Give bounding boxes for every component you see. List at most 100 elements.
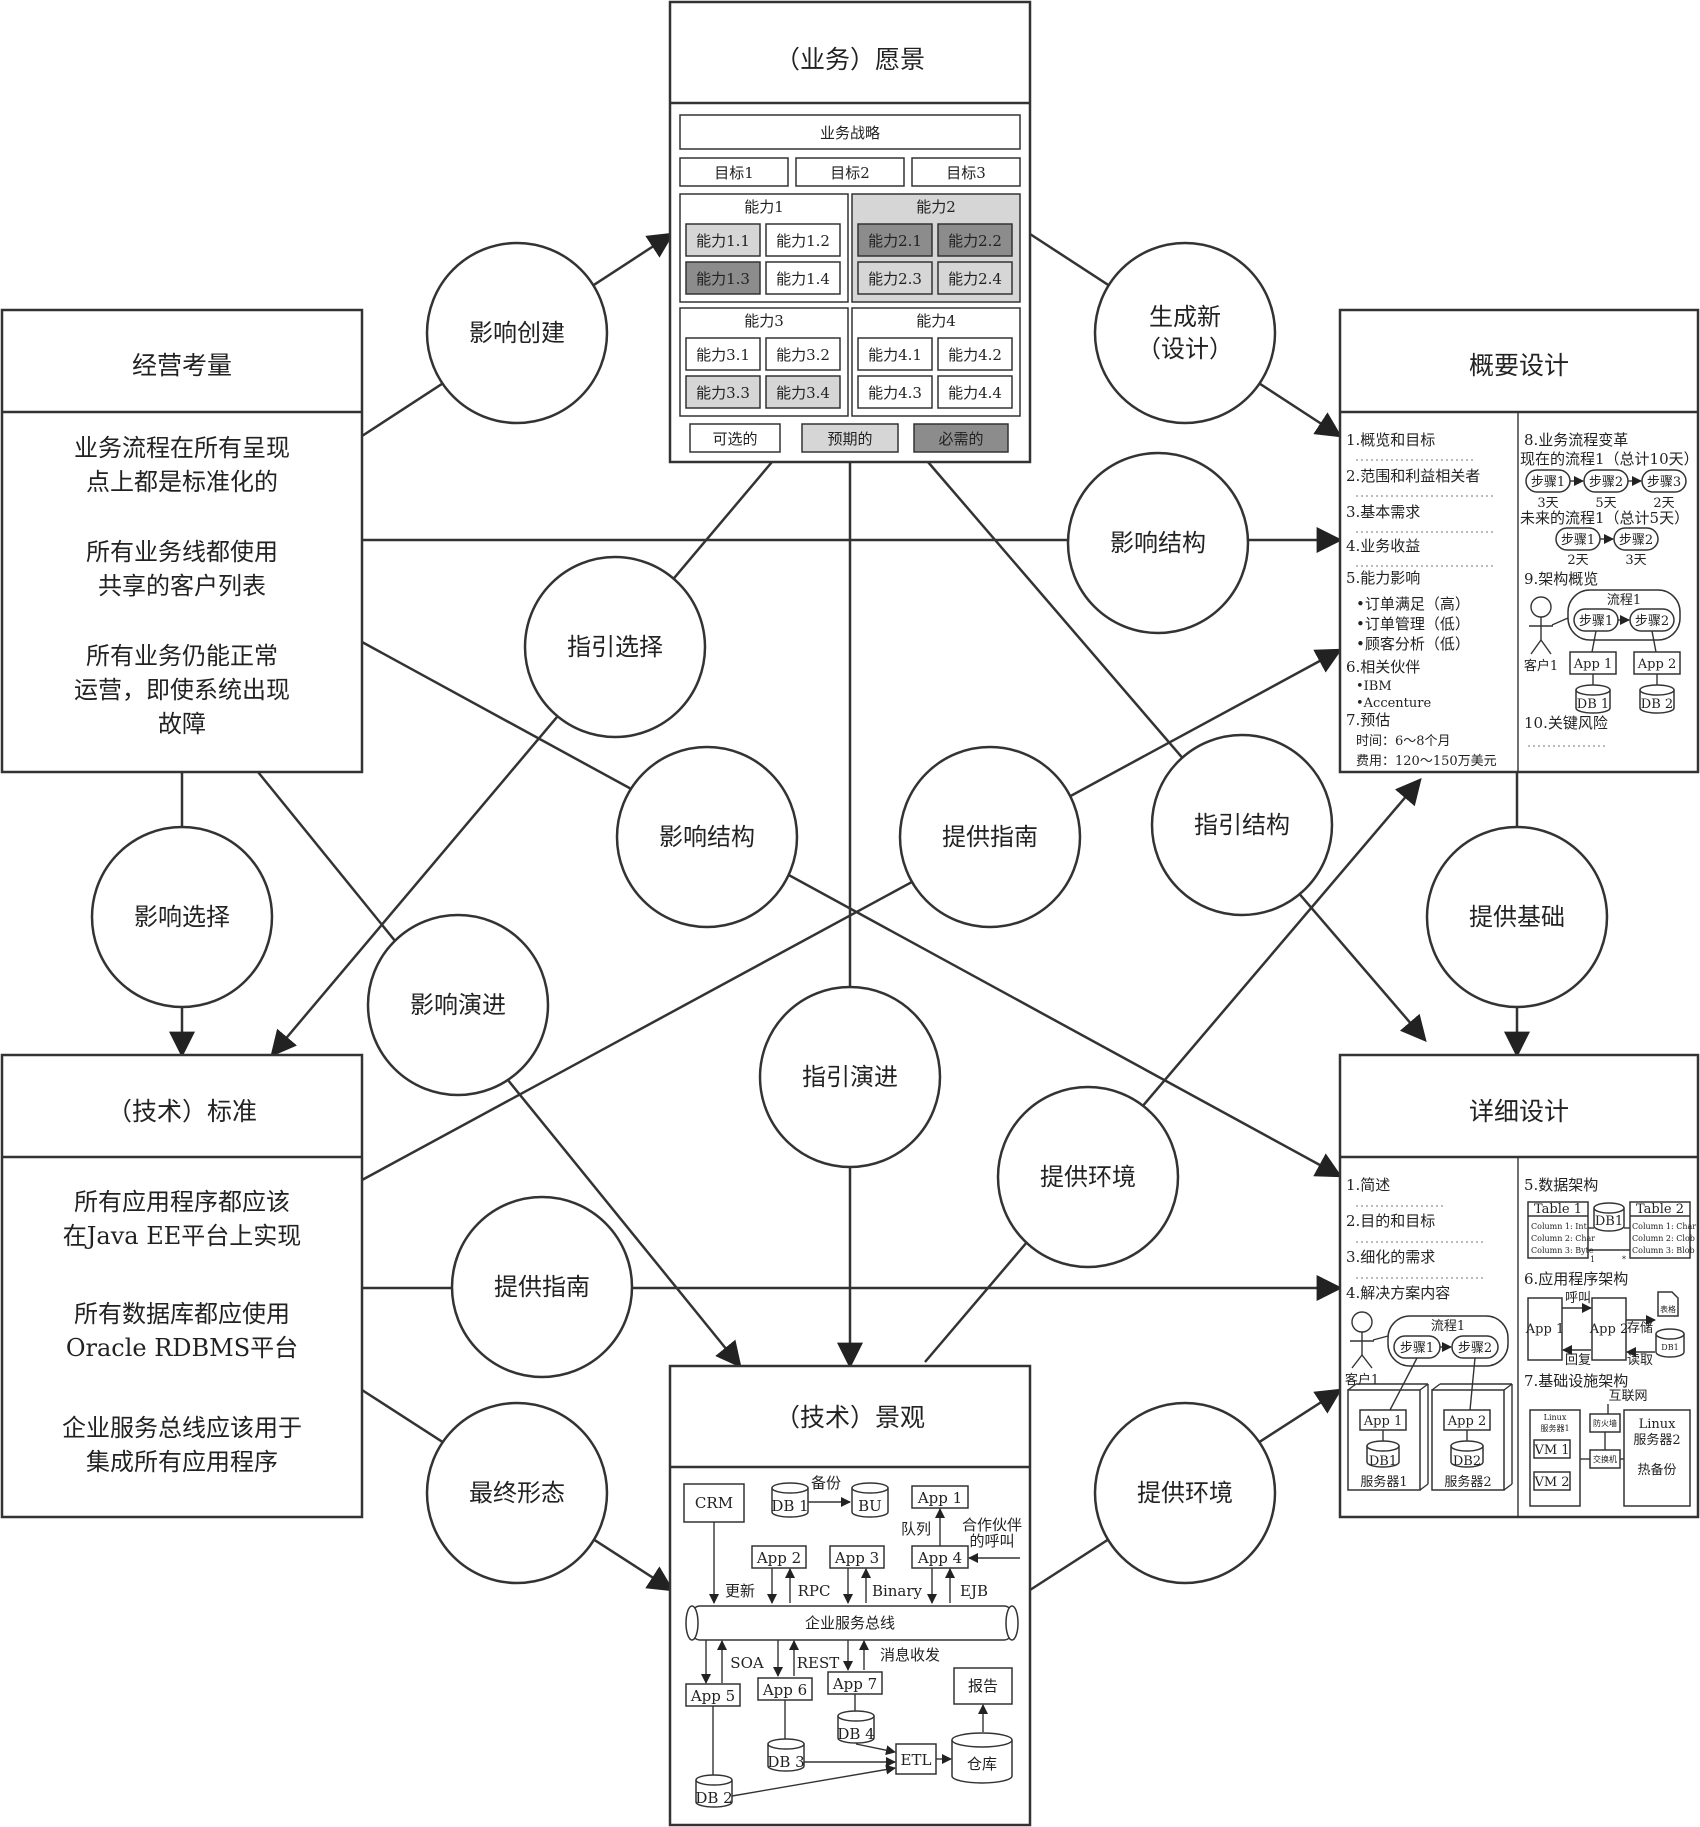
arch-app-1: App 1 xyxy=(1573,657,1612,672)
outline-process-change: 8.业务流程变革 xyxy=(1524,431,1628,449)
standards-line-2: 在Java EE平台上实现 xyxy=(63,1222,301,1250)
capability-cell xyxy=(685,261,761,295)
rel-influence-structure-top: 影响结构 xyxy=(1110,529,1206,557)
ls-rest: REST xyxy=(797,1654,840,1672)
ls-queue: 队列 xyxy=(901,1520,931,1538)
arch-db-1: DB 1 xyxy=(1577,697,1609,712)
detail-item-3: 3.细化的需求 xyxy=(1346,1248,1435,1266)
table-1-name: Table 1 xyxy=(1534,1202,1582,1217)
infra-vm-1: VM 1 xyxy=(1533,1443,1569,1458)
ls-bu: BU xyxy=(858,1497,882,1515)
rel-influence-evolve: 影响演进 xyxy=(410,991,506,1019)
arch-customer: 客户1 xyxy=(1524,658,1558,674)
capability-label: 能力3.3 xyxy=(696,384,750,402)
capability-label: 能力4.4 xyxy=(948,384,1002,402)
landscape-panel: （技术）景观 CRM DB 1 备份 BU App 1 App 2 App 3 … xyxy=(668,1364,1032,1827)
detail-db-1: DB1 xyxy=(1369,1454,1397,1469)
arch-step-1: 步骤1 xyxy=(1579,614,1613,629)
business-line-4: 共享的客户列表 xyxy=(98,572,266,600)
vision-title: （业务）愿景 xyxy=(775,45,925,74)
legend-optional: 可选的 xyxy=(712,430,757,448)
ls-db2-cylinder xyxy=(695,1774,733,1808)
ls-report: 报告 xyxy=(968,1677,998,1695)
business-line-5: 所有业务仍能正常 xyxy=(86,642,278,670)
ls-backup: 备份 xyxy=(811,1474,841,1492)
capability-label: 能力1.2 xyxy=(776,232,830,250)
detail-flow-label: 流程1 xyxy=(1431,1319,1465,1334)
capability-cell xyxy=(857,375,933,409)
ls-db3-cylinder xyxy=(767,1738,805,1772)
rel-influence-select: 影响选择 xyxy=(134,903,230,931)
ls-ejb: EJB xyxy=(960,1582,988,1600)
standards-title: （技术）标准 xyxy=(107,1097,257,1126)
outline-partner-1: •IBM xyxy=(1356,679,1392,694)
legend-expected: 预期的 xyxy=(827,430,872,448)
outline-architecture: 9.架构概览 xyxy=(1524,570,1598,588)
ls-partner-2: 的呼叫 xyxy=(969,1532,1014,1550)
capability-group-4-label: 能力4 xyxy=(916,312,956,330)
aa-app-2: App 2 xyxy=(1589,1322,1628,1337)
current-step-2: 步骤2 xyxy=(1589,475,1623,490)
outline-item-2: 2.范围和利益相关者 xyxy=(1346,467,1480,485)
rel-guide-mid: 提供指南 xyxy=(942,823,1038,851)
standards-line-1: 所有应用程序都应该 xyxy=(74,1188,290,1216)
outline-bullet-1: •订单满足（高） xyxy=(1356,595,1470,613)
business-line-6: 运营，即使系统出现 xyxy=(74,676,290,704)
legend-required: 必需的 xyxy=(938,430,983,448)
aa-reply: 回复 xyxy=(1565,1353,1591,1368)
detail-app-architecture: 6.应用程序架构 xyxy=(1524,1270,1628,1288)
detail-title: 详细设计 xyxy=(1469,1097,1569,1126)
capability-cell xyxy=(685,375,761,409)
capability-cell xyxy=(937,223,1013,257)
business-strategy: 业务战略 xyxy=(820,124,880,142)
infra-internet: 互联网 xyxy=(1608,1389,1647,1404)
detail-app-1: App 1 xyxy=(1363,1414,1402,1429)
rel-guide-structure: 指引结构 xyxy=(1194,811,1290,839)
ls-rpc: RPC xyxy=(798,1582,831,1600)
detail-item-2: 2.目的和目标 xyxy=(1346,1212,1435,1230)
ls-warehouse: 仓库 xyxy=(967,1755,997,1773)
ls-bu-cylinder xyxy=(851,1482,889,1518)
goal-1: 目标1 xyxy=(714,164,754,182)
capability-cell xyxy=(937,375,1013,409)
aa-read: 读取 xyxy=(1627,1353,1653,1368)
capability-cell xyxy=(857,261,933,295)
business-title: 经营考量 xyxy=(132,351,232,380)
table-2-name: Table 2 xyxy=(1636,1202,1684,1217)
capability-label: 能力4.2 xyxy=(948,346,1002,364)
arch-db-1-cylinder xyxy=(1575,684,1611,714)
detail-design-panel: 详细设计 1.简述 2.目的和目标 3.细化的需求 4.解决方案内容 流程1 步… xyxy=(1338,1053,1700,1519)
detail-item-4: 4.解决方案内容 xyxy=(1346,1284,1450,1302)
ls-app-3: App 3 xyxy=(834,1549,879,1567)
table-1-col-3: Column 3: Byte xyxy=(1531,1246,1594,1255)
aa-db: DB1 xyxy=(1661,1343,1678,1352)
outline-item-4: 4.业务收益 xyxy=(1346,537,1420,555)
relationship-circles: 影响创建 生成新 （设计） 影响结构 指引选择 影响选择 影响结构 提供指南 指… xyxy=(90,241,1609,1585)
outline-item-5: 5.能力影响 xyxy=(1346,569,1420,587)
data-db-cylinder xyxy=(1593,1202,1625,1232)
capability-cell xyxy=(765,375,841,409)
capability-label: 能力2.3 xyxy=(868,270,922,288)
rel-new-design-2: （设计） xyxy=(1137,335,1233,363)
aa-app-1: App 1 xyxy=(1525,1322,1564,1337)
infra-vm-2: VM 2 xyxy=(1533,1475,1569,1490)
goal-3: 目标3 xyxy=(946,164,986,182)
capability-label: 能力3.1 xyxy=(696,346,750,364)
table-1-col-1: Column 1: Int xyxy=(1531,1222,1588,1231)
detail-app-2: App 2 xyxy=(1447,1414,1486,1429)
aa-form: 表格 xyxy=(1660,1304,1676,1314)
goal-2: 目标2 xyxy=(830,164,870,182)
current-step-1: 步骤1 xyxy=(1531,475,1565,490)
current-days-3: 2天 xyxy=(1653,496,1674,511)
ls-app-5: App 5 xyxy=(690,1687,735,1705)
capability-cell xyxy=(937,261,1013,295)
arch-step-2: 步骤2 xyxy=(1635,614,1669,629)
outline-time: 时间：6～8个月 xyxy=(1356,734,1451,749)
capability-cell xyxy=(685,223,761,257)
infra-firewall: 防火墙 xyxy=(1593,1418,1617,1428)
infra-server-1-name: 服务器1 xyxy=(1540,1423,1569,1433)
business-line-7: 故障 xyxy=(158,710,206,738)
infra-server-2-name: 服务器2 xyxy=(1633,1432,1680,1448)
